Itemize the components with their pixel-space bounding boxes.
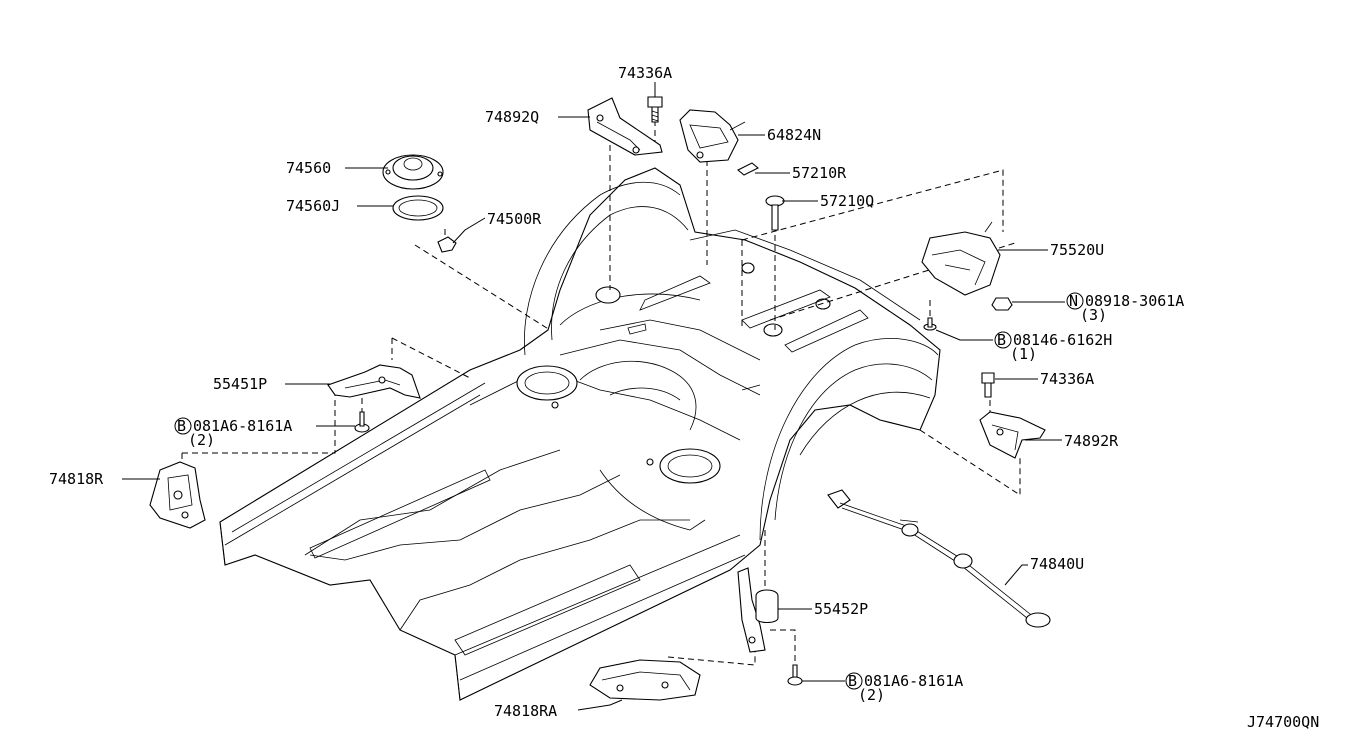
label-74336A-right: 74336A <box>1040 370 1094 388</box>
clip-57210Q <box>765 195 785 231</box>
leader-lines <box>122 82 1065 711</box>
cap-74560 <box>382 154 444 190</box>
bolt-081A6-bottom <box>787 664 803 686</box>
label-08918-qty: (3) <box>1080 306 1107 324</box>
label-74818RA: 74818RA <box>494 702 557 720</box>
part-labels: 74336A 74892Q 64824N 74560 57210R 57210Q… <box>49 64 1319 731</box>
pad-57210R <box>737 162 759 176</box>
ring-74560J <box>392 195 444 221</box>
bracket-55452P <box>737 567 779 653</box>
clip-74500R <box>437 236 457 253</box>
bracket-75520U <box>921 221 1001 296</box>
bracket-74892Q <box>587 97 663 156</box>
bolt-74336A-top <box>647 96 663 123</box>
bracket-74892R <box>979 411 1046 459</box>
nut-08918-3061A <box>991 297 1013 311</box>
bracket-64824N <box>679 109 746 163</box>
label-08146-6162H: 08146-6162H <box>1013 331 1112 349</box>
label-08918-3061A: 08918-3061A <box>1085 292 1184 310</box>
bolt-08146-6162H <box>923 317 937 331</box>
label-081A6-8161A-bottom: 081A6-8161A <box>864 672 963 690</box>
label-64824N: 64824N <box>767 126 821 144</box>
bracket-55451P <box>327 364 421 399</box>
label-081A6-left-prefix: B <box>177 417 186 435</box>
label-55451P: 55451P <box>213 375 267 393</box>
rear-floor-panel <box>219 167 941 701</box>
label-55452P: 55452P <box>814 600 868 618</box>
bolt-74336A-right <box>981 372 995 398</box>
label-081A6-bottom-qty: (2) <box>858 686 885 704</box>
label-74560J: 74560J <box>286 197 340 215</box>
diagram-id: J74700QN <box>1247 713 1319 731</box>
label-74892Q: 74892Q <box>485 108 539 126</box>
label-08146-qty: (1) <box>1010 345 1037 363</box>
callout-prefix-circles <box>174 292 1084 690</box>
label-08918-prefix: N <box>1069 292 1078 310</box>
label-74818R: 74818R <box>49 470 104 488</box>
label-74840U: 74840U <box>1030 555 1084 573</box>
label-081A6-8161A-left: 081A6-8161A <box>193 417 292 435</box>
bolt-081A6-left <box>354 411 370 433</box>
label-57210R: 57210R <box>792 164 847 182</box>
label-081A6-bottom-prefix: B <box>848 672 857 690</box>
cable-74840U <box>827 489 1051 628</box>
label-74336A-top: 74336A <box>618 64 672 82</box>
label-74500R: 74500R <box>487 210 542 228</box>
label-081A6-left-qty: (2) <box>188 431 215 449</box>
label-75520U: 75520U <box>1050 241 1104 259</box>
label-74560: 74560 <box>286 159 331 177</box>
bracket-74818R <box>149 461 206 529</box>
label-57210Q: 57210Q <box>820 192 874 210</box>
label-08146-prefix: B <box>997 331 1006 349</box>
label-74892R: 74892R <box>1064 432 1119 450</box>
bracket-74818RA <box>589 659 701 701</box>
